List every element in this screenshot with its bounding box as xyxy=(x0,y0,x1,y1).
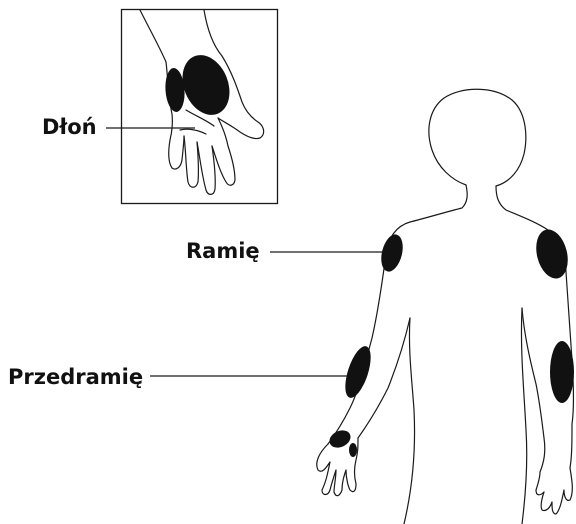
forearm-site-right xyxy=(550,341,574,403)
body-silhouette xyxy=(317,89,574,524)
palm-inset xyxy=(122,10,278,204)
label-upper-arm: Ramię xyxy=(186,239,260,263)
label-forearm: Przedramię xyxy=(8,365,143,389)
wrist-site-left-small xyxy=(349,443,357,457)
label-palm: Dłoń xyxy=(42,115,97,139)
upper-arm-site-left xyxy=(378,232,407,274)
forearm-site-left xyxy=(340,343,376,401)
